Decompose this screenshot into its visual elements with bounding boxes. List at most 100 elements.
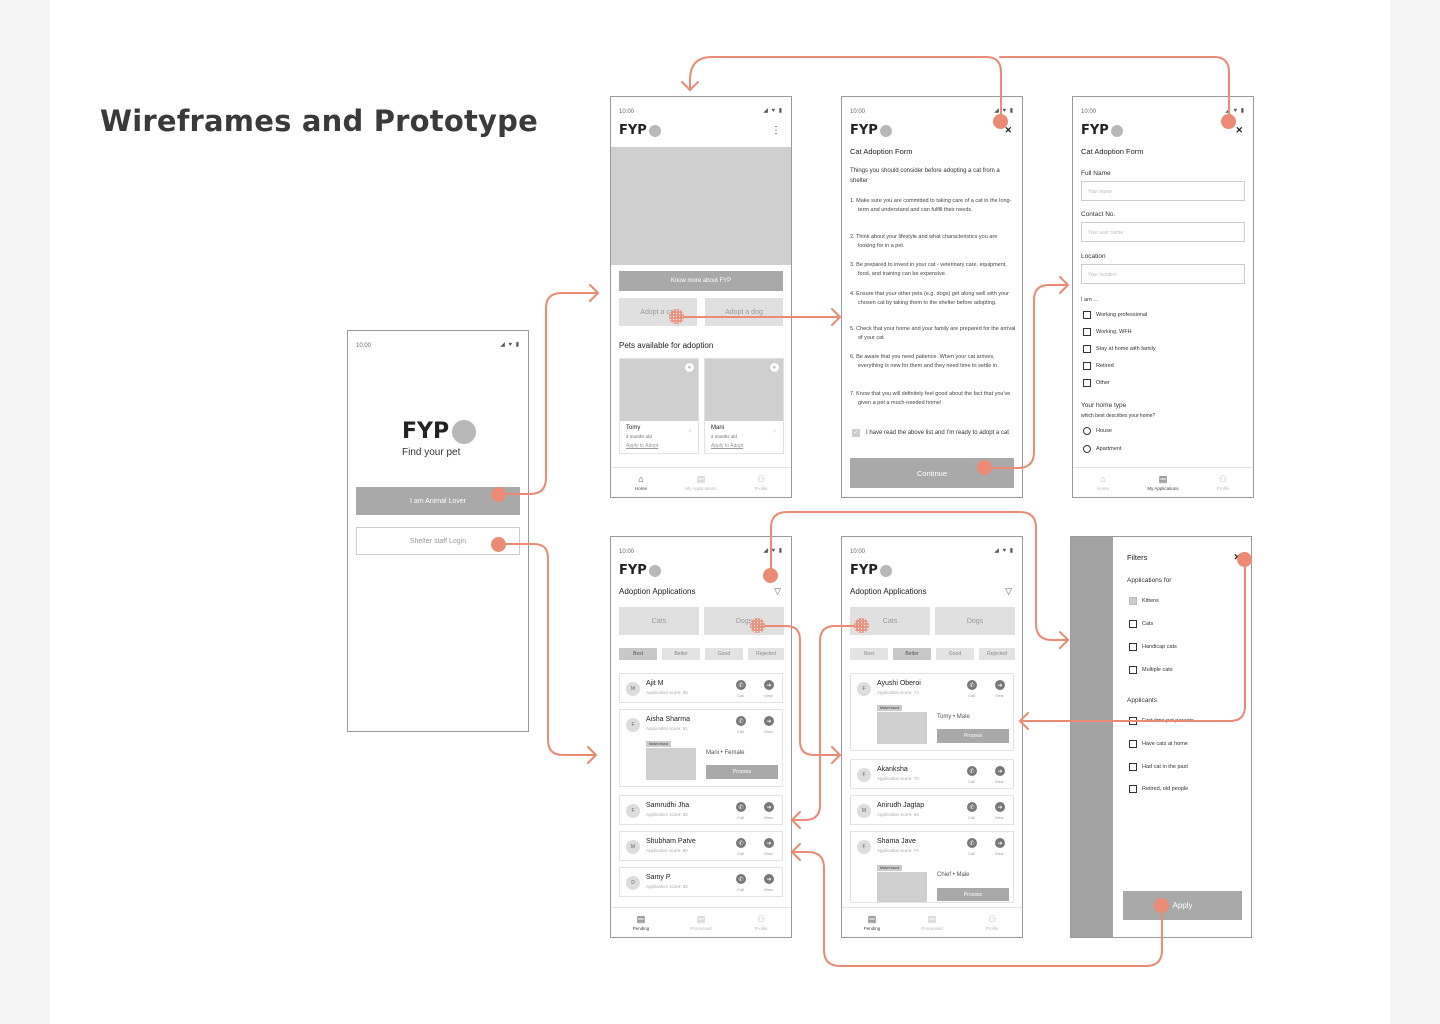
- chip-good[interactable]: Good: [705, 648, 743, 660]
- menu-icon[interactable]: ⋮: [771, 125, 781, 136]
- nav-pending[interactable]: ▤Pending: [842, 908, 902, 937]
- tab-dogs[interactable]: Dogs: [704, 607, 784, 635]
- filter-option[interactable]: Retired, old people: [1129, 785, 1188, 793]
- nav-processed[interactable]: ▤Processed: [902, 908, 962, 937]
- application-row[interactable]: M Shubham Patve Application score: 80 ✆C…: [619, 831, 783, 861]
- radio[interactable]: [1083, 427, 1091, 435]
- view-icon[interactable]: ➔: [764, 802, 774, 812]
- nav-pending[interactable]: ▤Pending: [611, 908, 671, 937]
- home-option[interactable]: Apartment: [1083, 445, 1121, 453]
- view-icon[interactable]: ➔: [995, 766, 1005, 776]
- chip-good[interactable]: Good: [936, 648, 974, 660]
- call-icon[interactable]: ✆: [967, 766, 977, 776]
- filter-icon[interactable]: ▽: [1005, 586, 1012, 596]
- process-button[interactable]: Process: [706, 765, 778, 779]
- filter-option[interactable]: Kittens: [1129, 597, 1159, 605]
- checkbox[interactable]: [1083, 311, 1091, 319]
- nav-profile[interactable]: ⚇Profile: [962, 908, 1022, 937]
- view-icon[interactable]: ➔: [764, 680, 774, 690]
- shelter-login-button[interactable]: Shelter staff Login: [356, 527, 520, 555]
- filter-icon[interactable]: ▽: [774, 586, 781, 596]
- application-row[interactable]: F Akanksha Application score: 70 ✆Call ➔…: [850, 759, 1014, 789]
- nav-profile[interactable]: ⚇Profile: [1193, 468, 1253, 497]
- know-more-button[interactable]: Know more about FYP: [619, 271, 783, 291]
- application-row[interactable]: M Ajit M Application score: 85 ✆Call ➔Vi…: [619, 673, 783, 703]
- checkbox[interactable]: [1129, 717, 1137, 725]
- checkbox[interactable]: [1129, 643, 1137, 651]
- iam-option[interactable]: Retired: [1083, 362, 1114, 370]
- pet-card[interactable]: ♥ Mani 2 months old ♀ Apply to Adopt: [704, 358, 784, 454]
- call-icon[interactable]: ✆: [967, 680, 977, 690]
- apply-link[interactable]: Apply to Adopt: [711, 443, 744, 449]
- adopt-cat-button[interactable]: Adopt a cat: [619, 298, 697, 326]
- filter-option[interactable]: Multiple cats: [1129, 666, 1173, 674]
- checkbox[interactable]: [1129, 620, 1137, 628]
- application-row[interactable]: M Anirudh Jagtap Application score: 64 ✆…: [850, 795, 1014, 825]
- process-button[interactable]: Process: [937, 729, 1009, 743]
- view-icon[interactable]: ➔: [995, 802, 1005, 812]
- iam-option[interactable]: Stay at home with family: [1083, 345, 1156, 353]
- apply-button[interactable]: Apply: [1123, 891, 1242, 920]
- call-icon[interactable]: ✆: [736, 716, 746, 726]
- checkbox[interactable]: [1129, 740, 1137, 748]
- close-icon[interactable]: ✕: [1004, 125, 1012, 135]
- call-icon[interactable]: ✆: [736, 874, 746, 884]
- checkbox[interactable]: [1129, 763, 1137, 771]
- radio[interactable]: [1083, 445, 1091, 453]
- nav-processed[interactable]: ▤Processed: [671, 908, 731, 937]
- checkbox[interactable]: [1129, 666, 1137, 674]
- filter-option[interactable]: Cats: [1129, 620, 1153, 628]
- nav-home[interactable]: ⌂Home: [611, 468, 671, 497]
- view-icon[interactable]: ➔: [764, 716, 774, 726]
- favorite-heart-icon[interactable]: ♥: [685, 363, 694, 372]
- nav-home[interactable]: ⌂Home: [1073, 468, 1133, 497]
- adopt-dog-button[interactable]: Adopt a dog: [705, 298, 783, 326]
- application-row[interactable]: D Samy P. Application score: 82 ✆Call ➔V…: [619, 867, 783, 897]
- full-name-input[interactable]: Your name: [1081, 181, 1245, 201]
- chip-best[interactable]: Best: [619, 648, 657, 660]
- call-icon[interactable]: ✆: [967, 802, 977, 812]
- dimmed-overlay[interactable]: [1071, 537, 1113, 937]
- checkbox[interactable]: [1083, 328, 1091, 336]
- checkbox[interactable]: [1083, 379, 1091, 387]
- application-row-expanded[interactable]: F Aisha Sharma Application score: 81 ✆Ca…: [619, 709, 783, 787]
- filter-option[interactable]: First time pet parents: [1129, 717, 1194, 725]
- application-row-expanded[interactable]: F Ayushi Oberoi Application score: 74 ✆C…: [850, 673, 1014, 751]
- filter-option[interactable]: Have cats at home: [1129, 740, 1188, 748]
- application-row[interactable]: F Samrudhi Jha Application score: 82 ✆Ca…: [619, 795, 783, 825]
- filter-option[interactable]: Handicap cats: [1129, 643, 1177, 651]
- checkbox[interactable]: [1129, 785, 1137, 793]
- view-icon[interactable]: ➔: [764, 874, 774, 884]
- nav-my-applications[interactable]: ▤My Applications: [671, 468, 731, 497]
- chip-better[interactable]: Better: [893, 648, 931, 660]
- nav-profile[interactable]: ⚇Profile: [731, 908, 791, 937]
- view-icon[interactable]: ➔: [995, 680, 1005, 690]
- call-icon[interactable]: ✆: [736, 680, 746, 690]
- chip-rejected[interactable]: Rejected: [979, 648, 1015, 660]
- filter-option[interactable]: Had cat in the past: [1129, 763, 1188, 771]
- application-row-expanded[interactable]: F Shama Jave Application score: 74 ✆Call…: [850, 831, 1014, 903]
- pet-card[interactable]: ♥ Tomy 4 months old ♂ Apply to Adopt: [619, 358, 699, 454]
- favorite-heart-icon[interactable]: ♥: [770, 363, 779, 372]
- close-icon[interactable]: ✕: [1235, 125, 1243, 135]
- tab-dogs[interactable]: Dogs: [935, 607, 1015, 635]
- tab-cats[interactable]: Cats: [619, 607, 699, 635]
- chip-best[interactable]: Best: [850, 648, 888, 660]
- checkbox[interactable]: [1083, 345, 1091, 353]
- home-option[interactable]: House: [1083, 427, 1112, 435]
- checkbox[interactable]: [1129, 597, 1137, 605]
- call-icon[interactable]: ✆: [967, 838, 977, 848]
- nav-my-applications[interactable]: ▤My Applications: [1133, 468, 1193, 497]
- apply-link[interactable]: Apply to Adopt: [626, 443, 659, 449]
- view-icon[interactable]: ➔: [995, 838, 1005, 848]
- process-button[interactable]: Process: [937, 888, 1009, 901]
- chip-better[interactable]: Better: [662, 648, 700, 660]
- iam-option[interactable]: Other: [1083, 379, 1110, 387]
- iam-option[interactable]: Working professional: [1083, 311, 1147, 319]
- location-input[interactable]: Your location: [1081, 264, 1245, 284]
- contact-input[interactable]: Your user name: [1081, 222, 1245, 242]
- iam-option[interactable]: Working, WFH: [1083, 328, 1132, 336]
- agree-checkbox[interactable]: ✓: [852, 429, 860, 437]
- chip-rejected[interactable]: Rejected: [748, 648, 784, 660]
- call-icon[interactable]: ✆: [736, 802, 746, 812]
